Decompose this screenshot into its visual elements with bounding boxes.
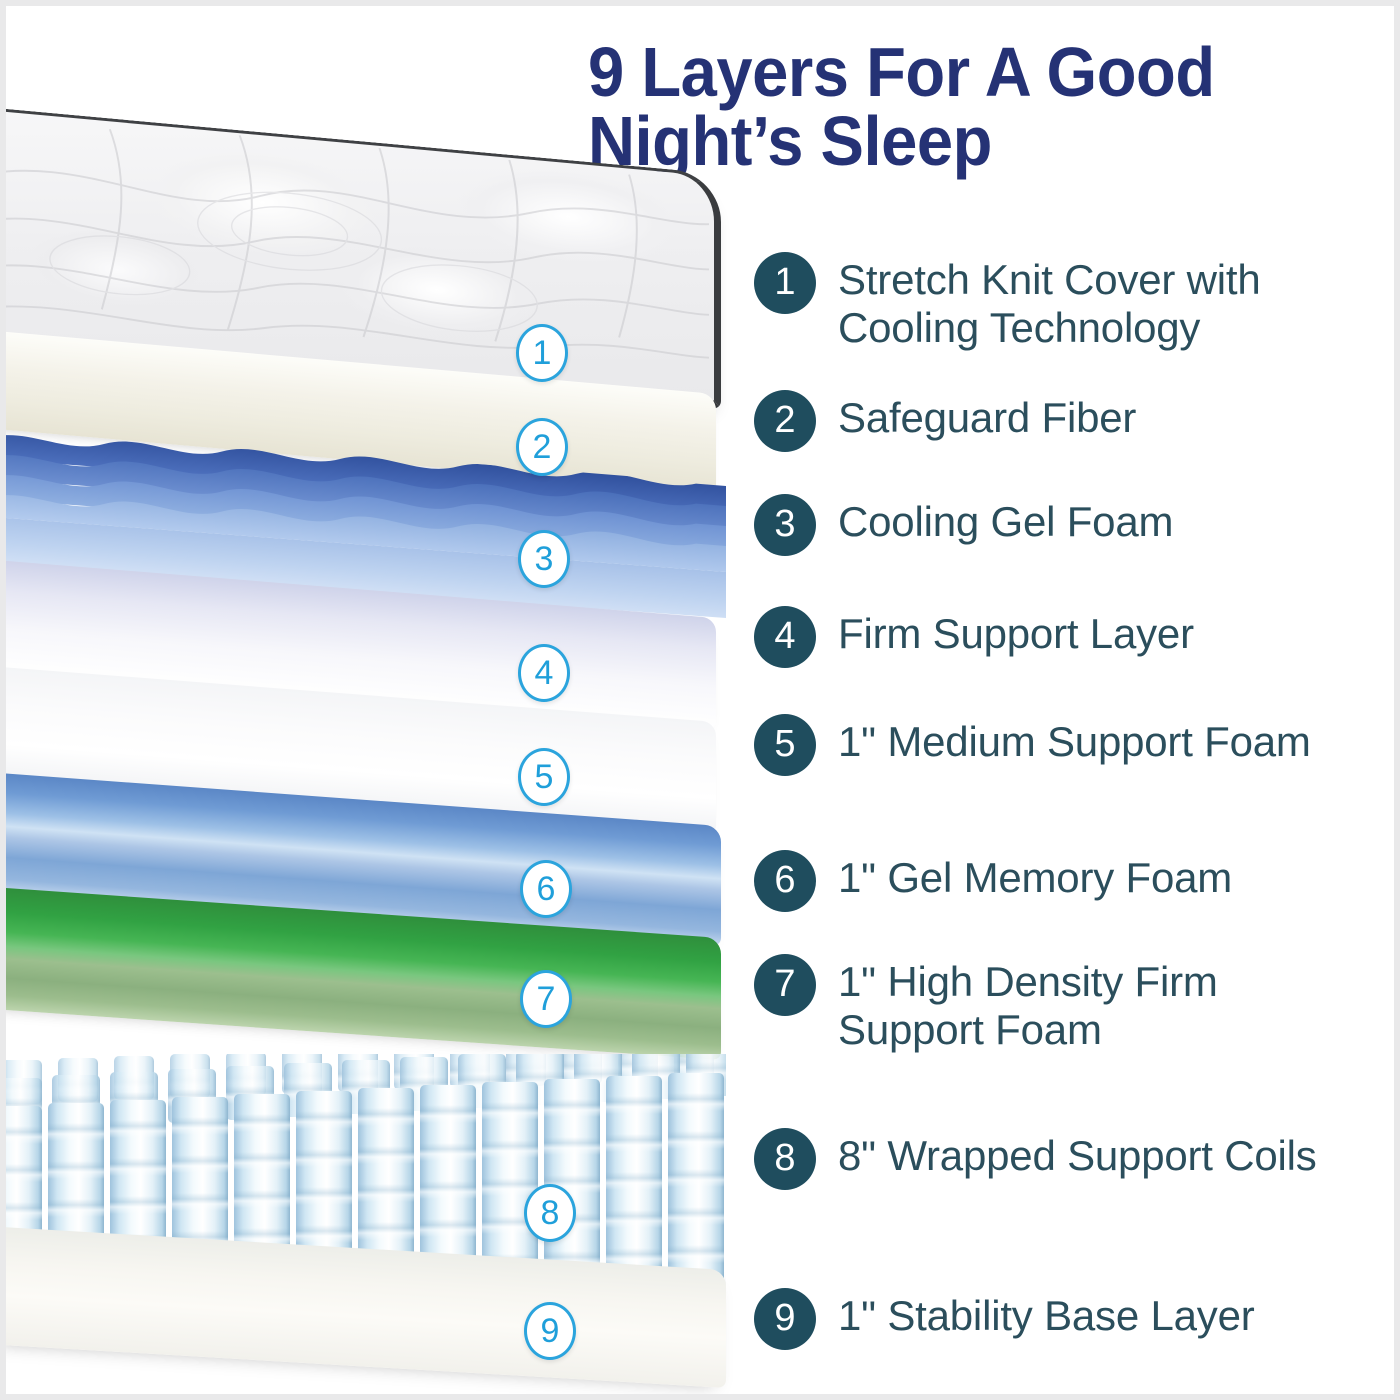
legend-label-6: 1" Gel Memory Foam [838,854,1233,901]
layer-gel-memory-foam: 6 [6,772,721,946]
legend-item-5[interactable]: 5 1" Medium Support Foam [754,714,1311,776]
layer-safeguard-fiber: 2 [6,330,716,492]
legend-badge-5: 5 [754,714,816,776]
legend-item-2[interactable]: 2 Safeguard Fiber [754,390,1136,452]
legend-item-9[interactable]: 9 1" Stability Base Layer [754,1288,1255,1350]
legend-label-5: 1" Medium Support Foam [838,718,1311,765]
legend-item-4[interactable]: 4 Firm Support Layer [754,606,1194,668]
legend-badge-2: 2 [754,390,816,452]
layer-stretch-knit-cover: 1 [6,107,721,410]
callout-badge-3[interactable]: 3 [518,530,570,588]
legend-item-3[interactable]: 3 Cooling Gel Foam [754,494,1173,556]
callout-badge-9[interactable]: 9 [524,1302,576,1360]
legend-badge-7: 7 [754,954,816,1016]
legend-label-3: Cooling Gel Foam [838,498,1174,545]
layer-high-density-firm-foam: 7 [6,886,721,1060]
callout-badge-5[interactable]: 5 [518,748,570,806]
callout-badge-2[interactable]: 2 [516,418,568,476]
legend-badge-3: 3 [754,494,816,556]
page-title: 9 Layers For A Good Night’s Sleep [588,33,1215,180]
callout-badge-7[interactable]: 7 [520,970,572,1028]
legend-badge-6: 6 [754,850,816,912]
callout-badge-4[interactable]: 4 [518,644,570,702]
legend-label-4: Firm Support Layer [838,610,1194,657]
layer-cooling-gel-foam: 3 [6,435,726,624]
callout-badge-8[interactable]: 8 [524,1184,576,1242]
legend-label-9: 1" Stability Base Layer [838,1292,1255,1339]
legend-label-1: Stretch Knit Cover with Cooling Technolo… [838,256,1261,351]
layer-medium-support-foam: 5 [6,665,716,832]
legend-label-8: 8" Wrapped Support Coils [838,1132,1317,1179]
legend-badge-4: 4 [754,606,816,668]
callout-badge-1[interactable]: 1 [516,324,568,382]
legend-item-7[interactable]: 7 1" High Density Firm Support Foam [754,954,1354,1054]
legend-label-7: 1" High Density Firm Support Foam [838,958,1218,1053]
quilt-stitch-pattern [6,113,709,397]
layer-firm-support: 4 [6,559,716,728]
legend-badge-9: 9 [754,1288,816,1350]
legend-badge-1: 1 [754,252,816,314]
legend-badge-8: 8 [754,1128,816,1190]
callout-badge-6[interactable]: 6 [520,860,572,918]
legend-label-2: Safeguard Fiber [838,394,1137,441]
layer-stability-base: 9 [6,1226,726,1388]
legend-item-8[interactable]: 8 8" Wrapped Support Coils [754,1128,1317,1190]
legend-item-6[interactable]: 6 1" Gel Memory Foam [754,850,1232,912]
mattress-cutaway-illustration: 1 2 [6,107,746,1388]
legend-item-1[interactable]: 1 Stretch Knit Cover with Cooling Techno… [754,252,1354,352]
